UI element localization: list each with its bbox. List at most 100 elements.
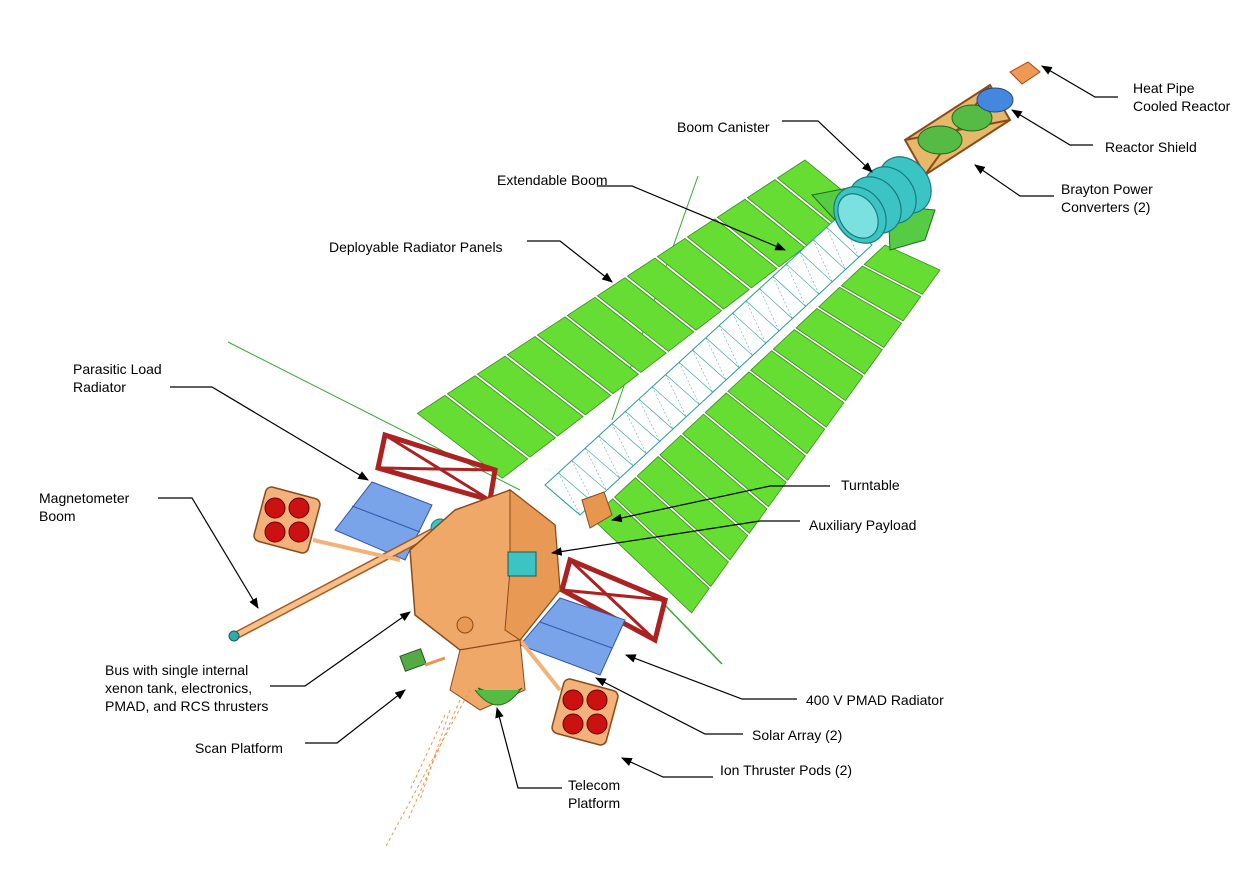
- radiator-panel: [476, 355, 584, 437]
- plume-lines: [384, 689, 471, 849]
- leader-deployable-radiator: [527, 240, 613, 283]
- radiator-panel: [506, 336, 612, 416]
- telecom-dish-rim: [474, 689, 521, 706]
- label-magnetometer-boom: Magnetometer Boom: [39, 490, 130, 524]
- radiator-panel: [446, 375, 557, 458]
- radiator-panel: [613, 477, 729, 587]
- boom-strut: [625, 411, 660, 442]
- solar-array-right: [519, 597, 626, 676]
- truss-diagonal: [384, 433, 491, 502]
- antenna-line: [659, 599, 723, 665]
- boom-strut: [745, 300, 780, 332]
- leader-brayton-converters: [974, 164, 1054, 197]
- label-extendable-boom: Extendable Boom: [497, 172, 608, 188]
- leader-telecom-platform: [495, 706, 562, 789]
- boom-strut: [611, 423, 647, 454]
- label-boom-canister: Boom Canister: [677, 119, 770, 135]
- plume-line: [419, 709, 451, 801]
- boom-strut: [732, 312, 767, 344]
- label-pmad-radiator: 400 V PMAD Radiator: [806, 692, 944, 708]
- label-reactor-shield: Reactor Shield: [1105, 139, 1197, 155]
- boom-strut: [571, 460, 607, 491]
- reactor-shield-shape: [976, 87, 1014, 113]
- leader-extendable-boom: [597, 185, 786, 251]
- spacecraft-drawing: [227, 61, 1041, 849]
- scan-platform-arm: [424, 656, 446, 667]
- ion-thruster: [264, 521, 286, 543]
- label-deployable-radiator: Deployable Radiator Panels: [329, 239, 503, 255]
- leader-scan-platform: [305, 689, 406, 744]
- boom-strut: [772, 276, 806, 307]
- radiator-panel: [636, 455, 749, 561]
- radiator-panel: [656, 237, 750, 310]
- scan-platform-shape: [399, 648, 427, 672]
- radiator-panel: [681, 413, 787, 508]
- solar-cell-divider: [539, 621, 613, 649]
- radiator-panel: [536, 316, 640, 395]
- leader-bus: [270, 611, 411, 687]
- boom-strut: [692, 349, 727, 381]
- brayton-converter: [917, 125, 963, 155]
- radiator-panel: [416, 394, 529, 479]
- auxiliary-payload-shape: [507, 551, 537, 577]
- ion-thruster: [586, 713, 608, 735]
- thruster-pod-arm: [312, 538, 401, 562]
- leader-turntable: [610, 485, 830, 523]
- brayton-converter: [951, 104, 993, 132]
- boom-strut: [799, 251, 833, 283]
- radiator-panels-left: [416, 159, 861, 479]
- solar-cell-divider: [351, 505, 421, 533]
- heat-pipe-reactor-shape: [1009, 61, 1041, 85]
- plume-line: [409, 714, 446, 791]
- radiator-panel: [772, 329, 864, 402]
- ion-thruster-pod-upper: [253, 486, 321, 554]
- leader-parasitic-load-radiator: [170, 386, 369, 481]
- boom-strut: [598, 435, 634, 467]
- ion-thruster-pod-lower: [551, 678, 619, 746]
- boom-strut: [665, 374, 700, 405]
- truss-diagonal: [561, 588, 666, 602]
- magnetometer-sensor: [228, 630, 240, 642]
- radiator-panel: [727, 371, 826, 455]
- leader-lines: [158, 65, 1118, 789]
- plume-line: [407, 699, 461, 821]
- boom-canister: [833, 156, 932, 244]
- boom-strut: [812, 239, 846, 270]
- radiator-panel: [840, 265, 922, 322]
- boom-strut: [705, 337, 740, 368]
- truss-right: [559, 556, 668, 644]
- boom-strut: [719, 325, 753, 356]
- leader-pmad-radiator: [624, 654, 797, 700]
- leader-reactor-shield: [1011, 109, 1093, 146]
- ion-thruster: [264, 497, 286, 519]
- boom-strut: [638, 398, 674, 430]
- ion-thruster: [562, 689, 584, 711]
- leader-ion-thruster-pods: [621, 757, 713, 778]
- ion-thruster: [288, 497, 310, 519]
- boom-strut: [759, 288, 793, 319]
- radiator-panel: [750, 350, 845, 428]
- bus-port: [456, 616, 474, 634]
- label-ion-thruster-pods: Ion Thruster Pods (2): [720, 762, 853, 778]
- label-bus: Bus with single internal xenon tank, ele…: [105, 662, 269, 714]
- boom-strut: [786, 263, 820, 295]
- boom-strut: [678, 362, 713, 393]
- radiator-panel: [818, 286, 903, 349]
- leader-boom-canister: [782, 120, 873, 173]
- radiator-panels-right: [591, 244, 941, 614]
- boom-strut: [544, 484, 581, 516]
- label-brayton-converters: Brayton Power Converters (2): [1061, 181, 1153, 215]
- radiator-panel: [795, 307, 883, 375]
- label-parasitic-load-radiator: Parasitic Load Radiator: [73, 361, 162, 395]
- magnetometer-boom-body: [232, 525, 443, 639]
- ion-thruster: [562, 713, 584, 735]
- boom-strut: [826, 227, 859, 258]
- leader-magnetometer-boom: [158, 497, 259, 609]
- radiator-panel: [704, 392, 806, 481]
- thruster-pod-frame: [253, 486, 321, 554]
- label-auxiliary-payload: Auxiliary Payload: [809, 517, 917, 533]
- boom-strut: [585, 447, 621, 479]
- plume-line: [384, 689, 471, 849]
- leader-heat-pipe-reactor: [1041, 65, 1118, 98]
- ion-thruster: [586, 689, 608, 711]
